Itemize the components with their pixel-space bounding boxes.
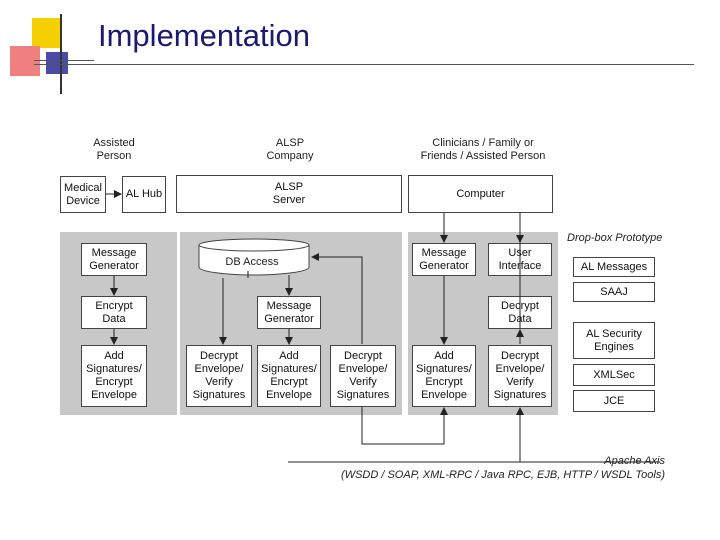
left-encrypt-data-box: Encrypt Data [81, 296, 147, 329]
title-deco-pink-square [10, 46, 40, 76]
alsp-server-box: ALSP Server [176, 175, 402, 213]
middle-decrypt-envelope-2-box: Decrypt Envelope/ Verify Signatures [330, 345, 396, 407]
right-decrypt-envelope-box: Decrypt Envelope/ Verify Signatures [488, 345, 552, 407]
computer-box: Computer [408, 175, 553, 213]
title-deco-horizontal-line [34, 64, 694, 65]
apache-axis-label: Apache Axis [604, 455, 665, 467]
right-add-signatures-box: Add Signatures/ Encrypt Envelope [412, 345, 476, 407]
header-clinicians: Clinicians / Family or Friends / Assiste… [420, 137, 546, 162]
left-add-signatures-box: Add Signatures/ Encrypt Envelope [81, 345, 147, 407]
al-security-engines-box: AL Security Engines [573, 322, 655, 359]
left-message-generator-box: Message Generator [81, 243, 147, 276]
header-assisted-person: Assisted Person [93, 137, 135, 162]
jce-box: JCE [573, 390, 655, 412]
db-access-cylinder [198, 238, 310, 276]
middle-message-generator-box: Message Generator [257, 296, 321, 329]
right-user-interface-box: User Interface [488, 243, 552, 276]
title-deco-yellow-square [32, 18, 62, 48]
xmlsec-box: XMLSec [573, 364, 655, 386]
slide-title: Implementation [98, 18, 310, 53]
drop-box-prototype-label: Drop-box Prototype [567, 232, 663, 244]
middle-add-signatures-box: Add Signatures/ Encrypt Envelope [257, 345, 321, 407]
al-messages-box: AL Messages [573, 257, 655, 277]
db-access-label: DB Access [225, 256, 279, 268]
title-deco-blue-square [46, 52, 68, 74]
title-deco-vertical-line [60, 14, 62, 94]
middle-decrypt-envelope-1-box: Decrypt Envelope/ Verify Signatures [186, 345, 252, 407]
al-hub-box: AL Hub [122, 176, 166, 213]
header-alsp-company: ALSP Company [266, 137, 314, 162]
right-message-generator-box: Message Generator [412, 243, 476, 276]
right-decrypt-data-box: Decrypt Data [488, 296, 552, 329]
title-deco-horizontal-line-short [34, 60, 94, 61]
apache-axis-tools-label: (WSDD / SOAP, XML-RPC / Java RPC, EJB, H… [341, 469, 665, 481]
medical-device-box: Medical Device [60, 176, 106, 213]
saaj-box: SAAJ [573, 282, 655, 302]
